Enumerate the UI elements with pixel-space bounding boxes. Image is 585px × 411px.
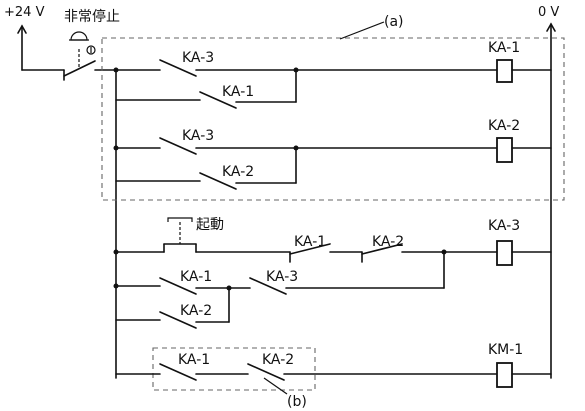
coil-ka1: [496, 59, 513, 83]
emergency-stop-label: 非常停止: [64, 8, 120, 25]
rung-2: [113, 137, 552, 190]
region-a-box: [101, 37, 565, 201]
label-coil-km1: KM-1: [488, 342, 523, 358]
label-r6-ka2: KA-2: [262, 352, 294, 368]
emergency-stop-switch: [63, 31, 117, 81]
label-r1b-ka1: KA-1: [222, 84, 254, 100]
contact-r1-ka3: [159, 59, 197, 77]
rung-5: [115, 362, 552, 388]
start-pushbutton: [163, 217, 197, 253]
positive-supply-feed: [17, 24, 65, 71]
rung-3: [113, 217, 552, 266]
label-r4-ka3: KA-3: [266, 269, 298, 285]
coil-km1: [496, 362, 513, 388]
label-r3-ka2: KA-2: [372, 234, 404, 250]
label-r2-ka3: KA-3: [182, 128, 214, 144]
label-coil-ka3: KA-3: [488, 218, 520, 234]
label-r2b-ka2: KA-2: [222, 164, 254, 180]
region-a-label: (a): [384, 14, 404, 30]
label-r3-ka1: KA-1: [294, 234, 326, 250]
start-button-label: 起動: [196, 217, 224, 233]
label-coil-ka1: KA-1: [488, 40, 520, 56]
label-r5-ka2: KA-2: [180, 303, 212, 319]
supply-positive-label: +24 V: [4, 5, 45, 20]
coil-ka2: [496, 137, 513, 163]
region-b-box: [152, 347, 316, 391]
label-r1-ka3: KA-3: [182, 50, 214, 66]
coil-ka3: [496, 240, 513, 266]
label-coil-ka2: KA-2: [488, 118, 520, 134]
label-r6-ka1: KA-1: [178, 352, 210, 368]
contact-r3-ka1-nc: [289, 243, 331, 255]
rung-1: [113, 59, 552, 109]
label-r4-ka1: KA-1: [180, 269, 212, 285]
supply-zero-label: 0 V: [538, 5, 559, 20]
contact-r3-ka2-nc: [361, 243, 403, 255]
region-b-label: (b): [287, 394, 307, 410]
rung-4: [113, 251, 445, 329]
